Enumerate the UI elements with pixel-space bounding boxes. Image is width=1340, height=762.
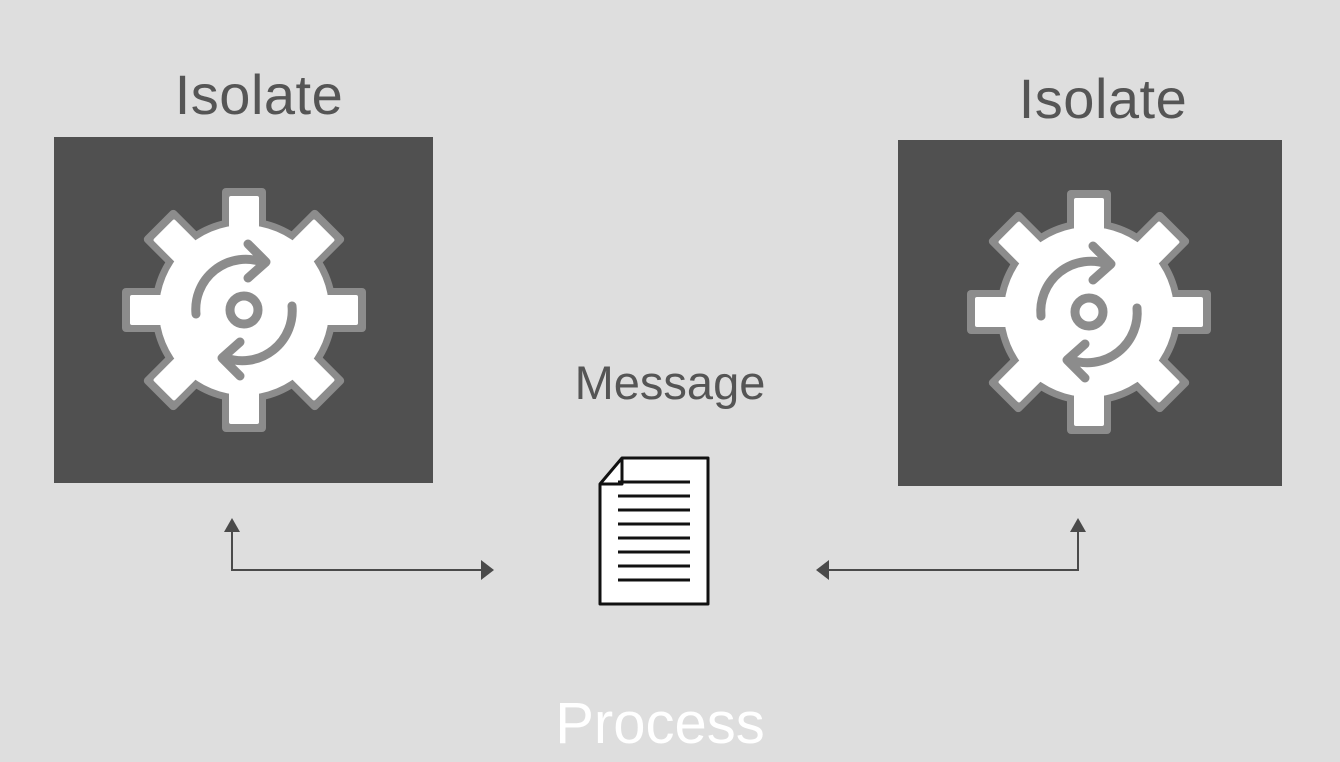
process-label: Process — [555, 691, 765, 756]
gear-sync-icon — [967, 190, 1211, 434]
isolate-right-label: Isolate — [1018, 67, 1188, 130]
isolate-left-box — [54, 137, 433, 483]
left-connector-arrow — [224, 518, 494, 580]
message-label: Message — [574, 356, 766, 409]
right-connector-arrow — [816, 518, 1086, 580]
gear-sync-icon — [122, 188, 366, 432]
isolate-right-box — [898, 140, 1282, 486]
document-icon — [598, 456, 710, 606]
isolate-left-label: Isolate — [174, 63, 344, 126]
